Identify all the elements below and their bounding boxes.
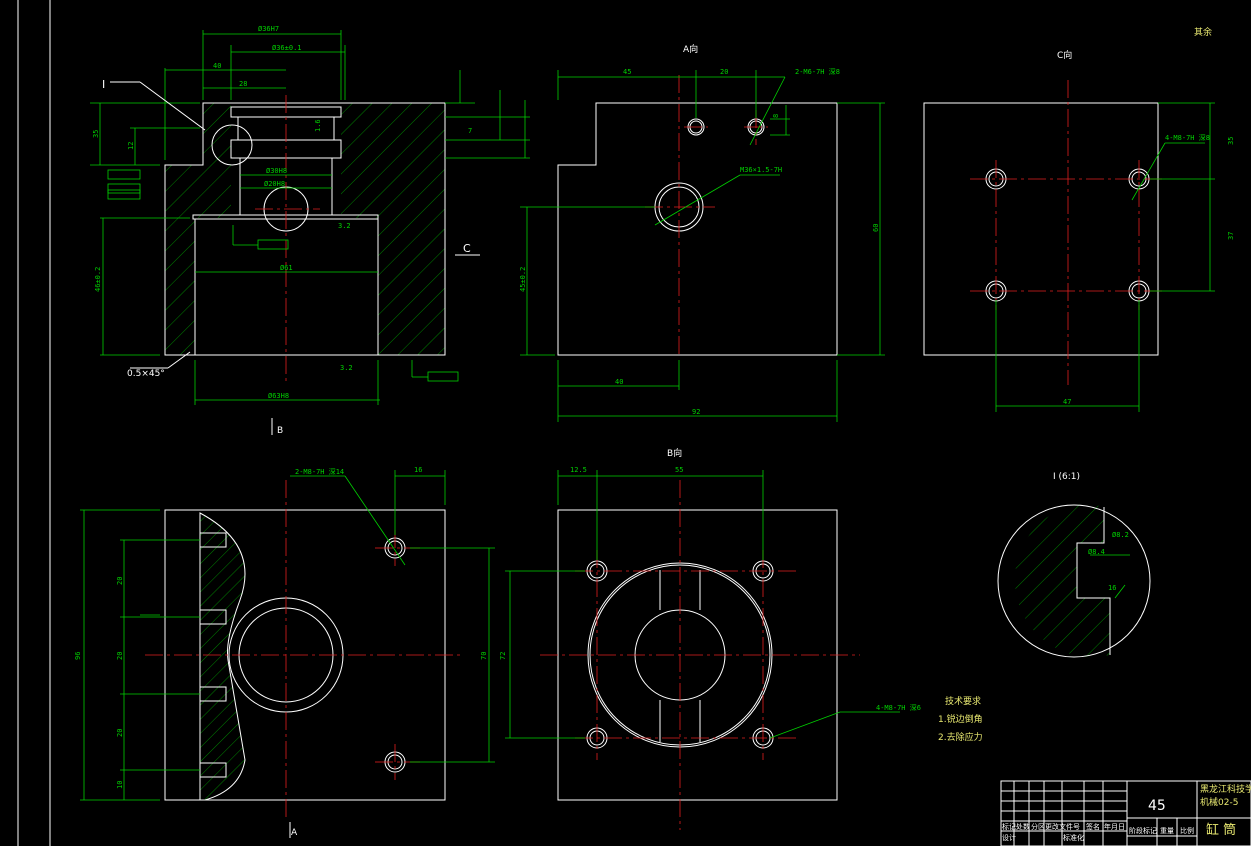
tb-cell-5: 年月日 [1104, 822, 1125, 831]
main-section-view: 3.2 3.2 1.6 Ø36H7 Ø36±0.1 40 28 35 12 7 … [90, 25, 530, 436]
title-block: 45 黑龙江科技学院 机械02-5 缸 筒 标记 处数 分区 更改文件号 签名 … [1000, 780, 1251, 846]
tb-cell-0: 标记 [1002, 822, 1016, 831]
view-c: C向 4-M8-7H 深8 35 37 47 其余 [923, 26, 1235, 412]
tb-cell-13: 比例 [1180, 826, 1194, 835]
dim-h35: 35 [92, 130, 100, 138]
view-a-label: A向 [683, 43, 698, 55]
sheet-border [17, 0, 51, 846]
view-a-thread-center: M36×1.5-7H [740, 166, 782, 174]
dim-h12: 12 [127, 142, 135, 150]
chamfer-label: 0.5×45° [127, 369, 165, 379]
side-thread: 2-M8-7H 深14 [295, 467, 344, 476]
view-c-label: C向 [1057, 49, 1072, 61]
main-ra-mark-3: 1.6 [314, 119, 322, 132]
dim-w40: 40 [213, 62, 221, 70]
view-a-h60: 60 [872, 224, 880, 232]
side-hatch [199, 512, 246, 801]
side-h70: 70 [480, 652, 488, 660]
side-h96: 96 [74, 652, 82, 660]
view-c-h37: 37 [1227, 232, 1235, 240]
main-hatch-left [165, 103, 231, 355]
detail-view: I (6:1) Ø8.2 Ø8.4 16 [997, 472, 1151, 658]
side-p2: 20 [116, 652, 124, 660]
dim-bottom: Ø63H8 [268, 392, 289, 400]
roughness-note: 其余 [1194, 26, 1212, 38]
view-b-thread: 4-M8-7H 深6 [876, 703, 921, 712]
detail-r1: Ø8.2 [1112, 531, 1129, 539]
part-name-label: 缸 筒 [1206, 822, 1236, 838]
main-ra-mark-1: 3.2 [338, 222, 351, 230]
section-arrow-a-label: A [291, 828, 298, 838]
notes-line-2: 2.去除应力 [938, 731, 983, 743]
view-a-h45: 45±0.2 [519, 267, 527, 292]
main-hatch-right [341, 103, 445, 355]
view-a-w20: 20 [720, 68, 728, 76]
view-a-w40: 40 [615, 378, 623, 386]
arrow-c-label: C [463, 242, 471, 255]
section-arrow-b-label: B [277, 426, 283, 436]
view-b: B向 12.5 55 72 4-M8-7H 深6 [499, 447, 921, 830]
side-view: 2-M8-7H 深14 16 96 70 20 20 20 10 A [74, 466, 495, 838]
tb-cell-1: 处数 [1016, 822, 1030, 831]
notes-line-1: 1.锐边倒角 [938, 713, 983, 725]
main-ra-mark-2: 3.2 [340, 364, 353, 372]
detail-v16: 16 [1108, 584, 1116, 592]
view-b-w12-5: 12.5 [570, 466, 587, 474]
tb-cell-4: 签名 [1086, 822, 1100, 831]
notes-title: 技术要求 [945, 695, 981, 707]
dim-inner: Ø61 [280, 264, 293, 272]
tb-cell-2: 分区 [1031, 822, 1045, 831]
class-label: 机械02-5 [1200, 796, 1238, 808]
view-c-w47: 47 [1063, 398, 1071, 406]
dim-v7: 7 [468, 127, 472, 135]
tb-cell-6: 设计 [1002, 833, 1016, 842]
view-b-label: B向 [667, 447, 682, 459]
detail-label: I (6:1) [1053, 472, 1080, 482]
view-a-h8: 8 [772, 114, 780, 118]
view-c-thread: 4-M8-7H 深8 [1165, 133, 1210, 142]
view-a-w45: 45 [623, 68, 631, 76]
school-label: 黑龙江科技学院 [1200, 783, 1251, 795]
technical-notes: 技术要求 1.锐边倒角 2.去除应力 [938, 695, 983, 743]
dim-mid-bore: Ø30H8 [266, 167, 287, 175]
side-p1: 20 [116, 577, 124, 585]
view-a: A向 45 20 2-M6-7H 深8 8 M36×1.5-7H 60 45±0… [519, 43, 885, 422]
view-c-h35: 35 [1227, 137, 1235, 145]
dim-top-bore: Ø36H7 [258, 25, 279, 33]
tb-cell-12: 重量 [1160, 827, 1174, 835]
material-label: 45 [1148, 798, 1166, 814]
side-p3: 20 [116, 729, 124, 737]
view-a-w92: 92 [692, 408, 700, 416]
detail-r2: Ø8.4 [1088, 548, 1105, 556]
dim-cross: Ø20H8 [264, 180, 285, 188]
tb-cell-11: 阶段标记 [1129, 826, 1157, 835]
side-p5: 10 [116, 781, 124, 789]
view-b-w55: 55 [675, 466, 683, 474]
dim-h-total: 46±0.2 [94, 267, 102, 292]
tb-cell-7: 标准化 [1063, 833, 1084, 842]
view-a-thread-top: 2-M6-7H 深8 [795, 67, 840, 76]
detail-marker-label: I [102, 78, 105, 91]
dim-w28: 28 [239, 80, 247, 88]
tb-cell-3: 更改文件号 [1045, 822, 1080, 831]
view-b-v72: 72 [499, 652, 507, 660]
side-w16: 16 [414, 466, 422, 474]
dim-36: Ø36±0.1 [272, 44, 302, 52]
